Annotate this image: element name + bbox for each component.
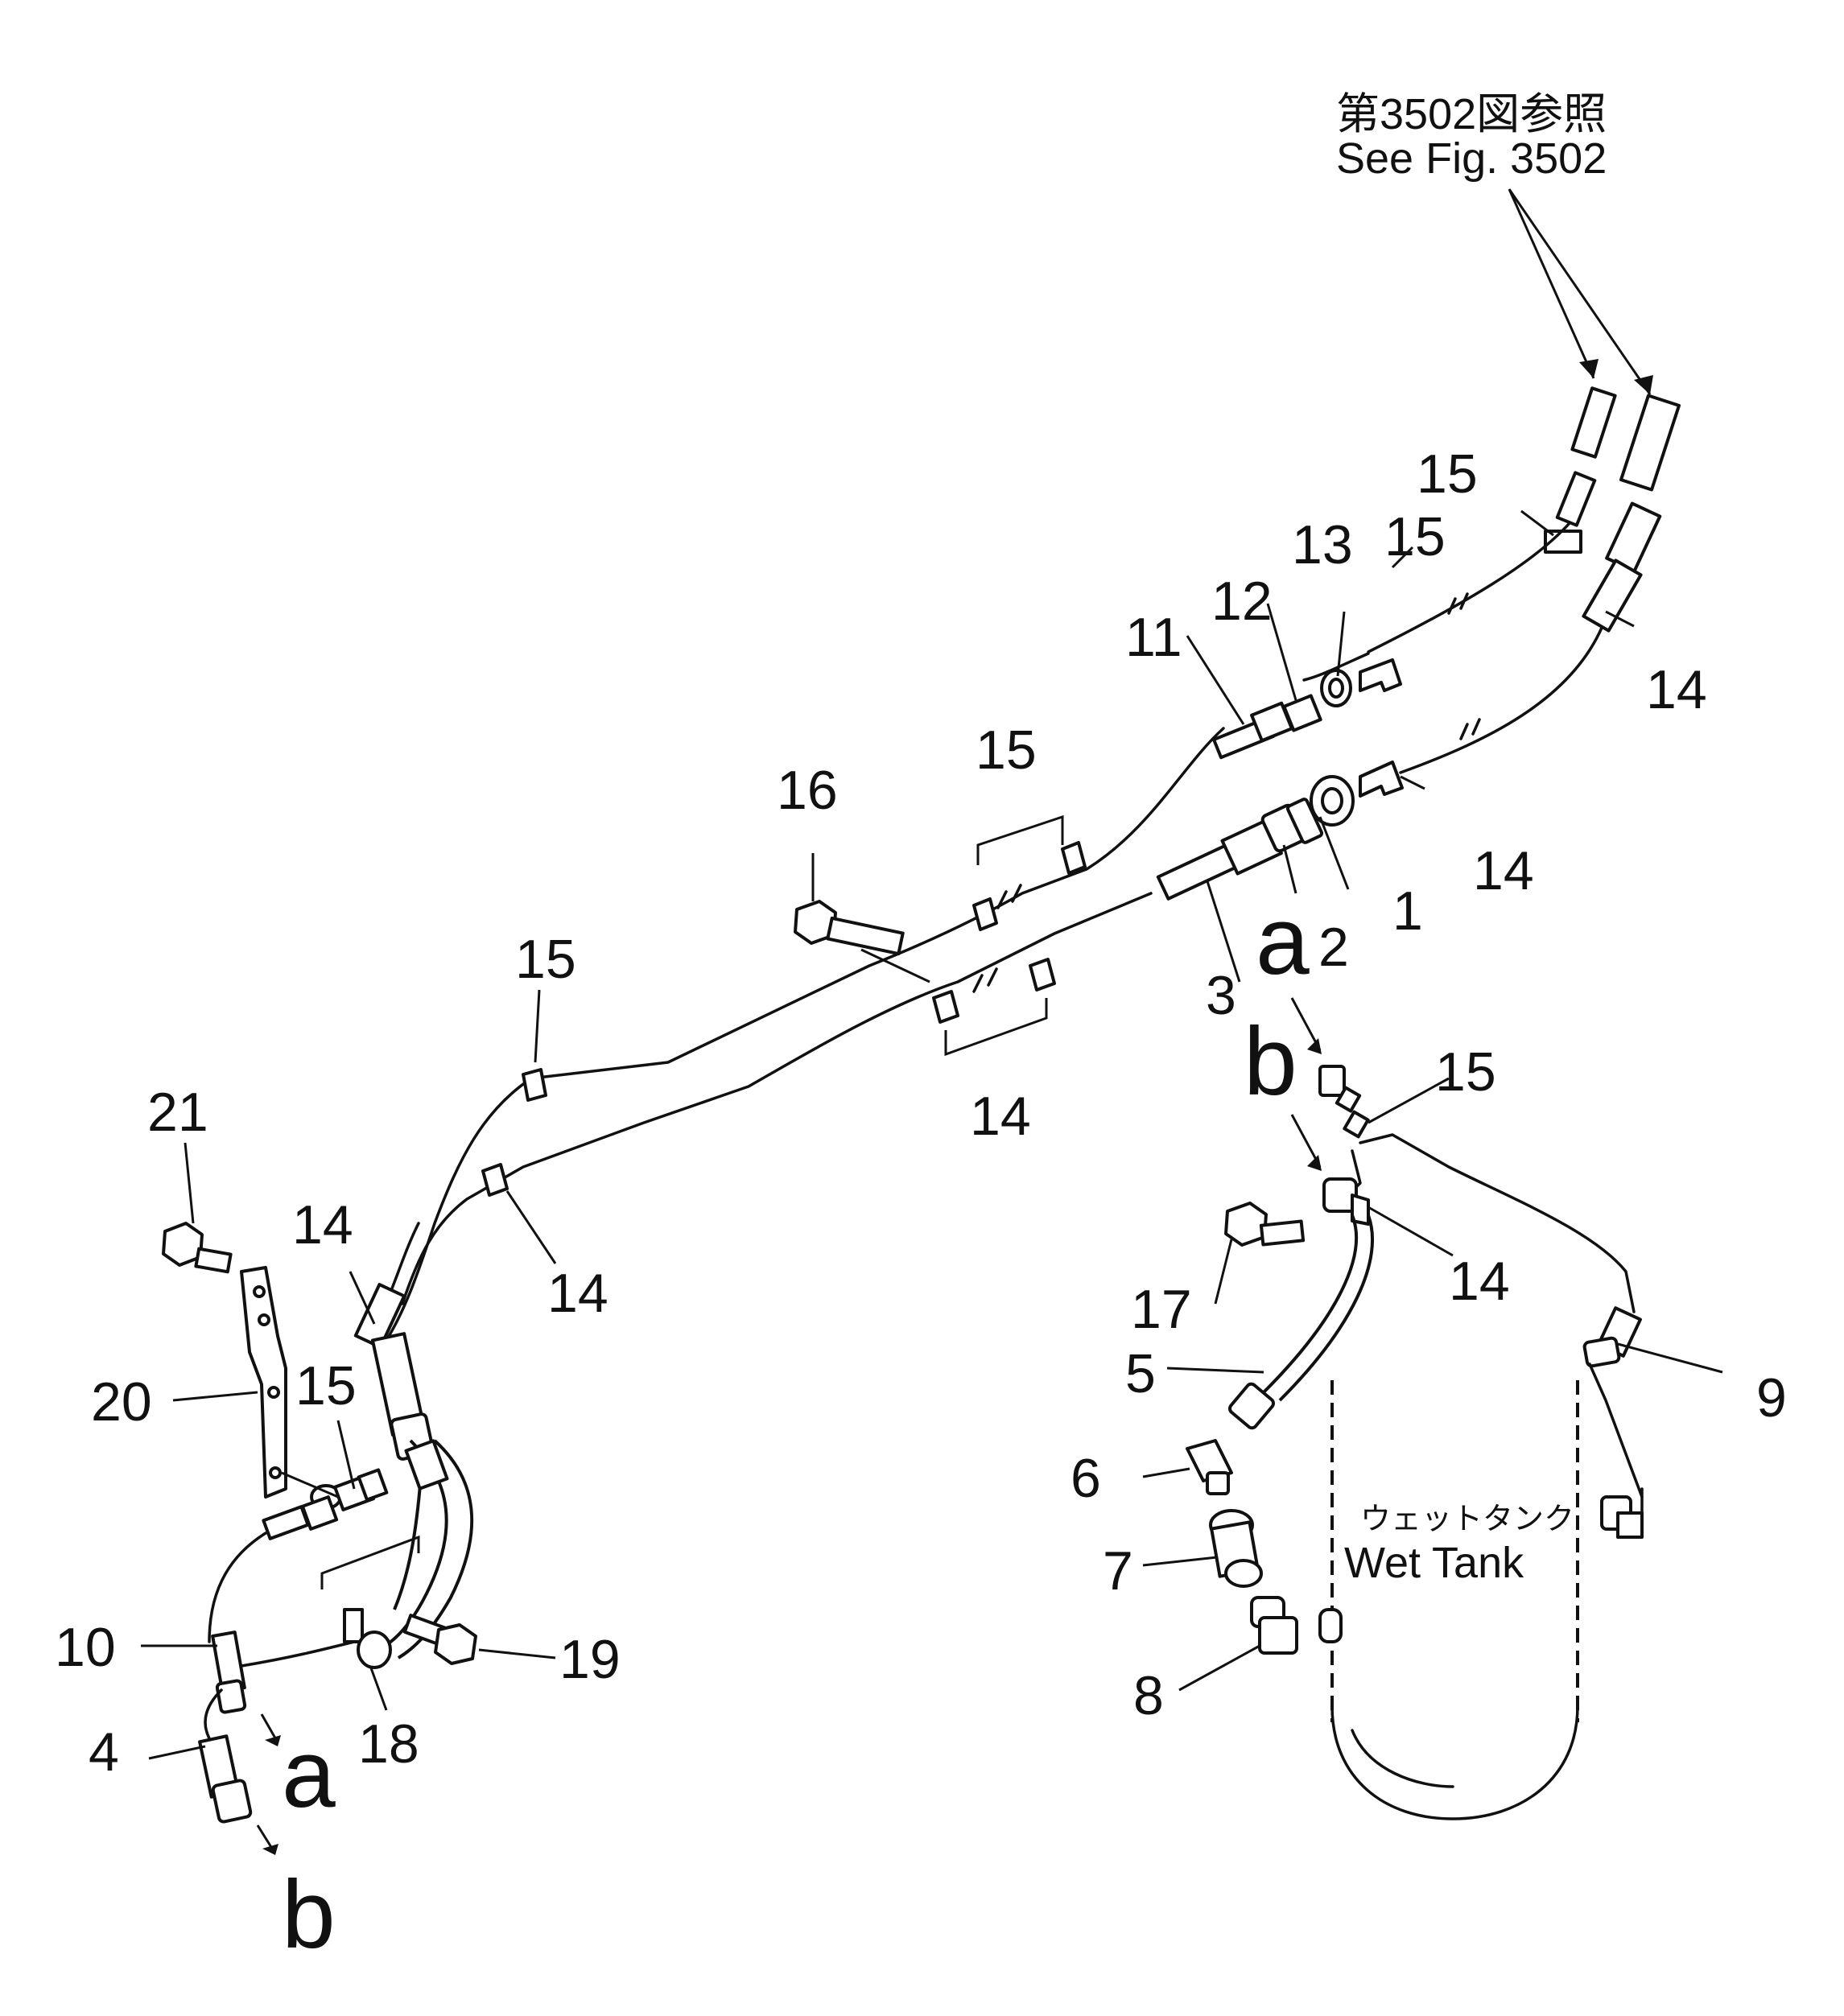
elbow-9 — [1582, 1306, 1642, 1368]
fitting-6 — [1186, 1439, 1233, 1495]
fittings-lower-left — [262, 1468, 389, 1540]
pipe-upper-b — [1399, 626, 1603, 774]
bolt-21 — [162, 1222, 233, 1274]
callout-15: 15 — [515, 929, 576, 990]
tank-label-en: Wet Tank — [1344, 1539, 1524, 1587]
callout-2: 2 — [1318, 917, 1349, 978]
callout-16: 16 — [777, 760, 838, 821]
callout-17: 17 — [1131, 1279, 1192, 1340]
clamp-15-left — [522, 1068, 547, 1102]
callout-14: 14 — [1473, 840, 1534, 901]
letter-b-right: b — [1244, 1008, 1297, 1115]
callout-13: 13 — [1292, 514, 1353, 575]
adapter-2 — [1260, 798, 1324, 853]
tube-5-end — [1227, 1382, 1276, 1430]
callout-18: 18 — [358, 1713, 419, 1775]
callout-14: 14 — [970, 1086, 1031, 1147]
letter-a-right: a — [1256, 887, 1310, 995]
callout-12: 12 — [1211, 571, 1273, 632]
callout-15: 15 — [295, 1355, 357, 1416]
bolt-17 — [1224, 1202, 1306, 1247]
nut-13 — [1320, 669, 1352, 707]
tube-5-a — [1262, 1214, 1359, 1394]
bolt-16 — [794, 900, 905, 956]
pipe-9-down — [1588, 1363, 1644, 1499]
elbow-tank-right — [1600, 1495, 1644, 1539]
clamp-14-mid — [1359, 761, 1404, 798]
callout-8: 8 — [1133, 1665, 1164, 1726]
bolt-19 — [402, 1614, 477, 1665]
hose-end-11 — [1212, 701, 1293, 760]
pipe-10-b — [240, 1640, 356, 1668]
pipe-main-upper — [377, 727, 1225, 1354]
reference-arrowheads — [1579, 359, 1653, 394]
break-marks — [972, 592, 1481, 993]
callout-15: 15 — [1384, 506, 1446, 567]
pipe-4 — [204, 1688, 223, 1740]
callout-11: 11 — [1125, 607, 1182, 668]
callout-5: 5 — [1125, 1343, 1156, 1404]
callout-9: 9 — [1756, 1367, 1787, 1429]
letter-b-left: b — [282, 1861, 336, 1969]
callout-7: 7 — [1103, 1540, 1133, 1602]
adapter-12 — [1282, 694, 1322, 732]
lower-left-arrows — [256, 1713, 279, 1852]
tank-label-jp: ウェットタンク — [1360, 1503, 1574, 1536]
fitting-4 — [198, 1734, 253, 1824]
letter-a-left: a — [282, 1720, 336, 1828]
pipe-upper-a — [1302, 522, 1571, 682]
callout-20: 20 — [91, 1371, 152, 1433]
clamp-15-top — [1359, 658, 1402, 692]
callout-14: 14 — [1646, 659, 1707, 720]
tube-5-b — [1278, 1214, 1375, 1402]
callout-3: 3 — [1206, 965, 1236, 1026]
reference-arrows — [1508, 188, 1652, 395]
reference-jp: 第3502図参照 — [1336, 90, 1607, 138]
pipe-9 — [1359, 1133, 1636, 1313]
fitting-elbow-14-right — [1322, 1177, 1370, 1226]
hose-flex-fitting — [404, 1439, 449, 1490]
pipe-main-lower — [401, 892, 1153, 1305]
callout-15: 15 — [1435, 1041, 1496, 1103]
bolt-16-leader — [860, 948, 930, 983]
callout-14: 14 — [547, 1263, 608, 1324]
callout-1: 1 — [1392, 880, 1423, 942]
callout-14: 14 — [292, 1194, 353, 1255]
callout-10: 10 — [55, 1617, 116, 1678]
hose-3 — [1156, 818, 1283, 901]
callout-15: 15 — [1417, 443, 1478, 505]
callout-14: 14 — [1449, 1251, 1510, 1312]
hose-flex-outer — [397, 1439, 474, 1659]
callout-6: 6 — [1071, 1448, 1101, 1509]
bracket-15-center — [976, 814, 1064, 865]
bracket-14-center — [944, 998, 1048, 1057]
bracket-leader — [281, 1471, 339, 1499]
fitting-10 — [211, 1631, 247, 1714]
right-ab-arrowheads — [1307, 1038, 1322, 1171]
callout-19: 19 — [559, 1629, 621, 1690]
upper-right-fittings — [1544, 386, 1681, 633]
callout-15: 15 — [976, 719, 1037, 781]
fitting-7 — [1209, 1509, 1263, 1588]
fitting-top-right-tank — [1318, 1065, 1370, 1139]
callout-leaders — [141, 509, 1723, 1760]
wet-tank — [1330, 1380, 1579, 1820]
bracket-15-lower — [320, 1535, 420, 1589]
nut-1 — [1310, 775, 1355, 827]
clamp-18 — [343, 1608, 392, 1669]
reference-en: See Fig. 3502 — [1336, 134, 1607, 183]
callout-21: 21 — [147, 1082, 208, 1143]
callout-4: 4 — [89, 1721, 119, 1783]
center-clamps — [932, 841, 1087, 1024]
bracket-20 — [240, 1266, 287, 1499]
clamp-14-left — [481, 1163, 509, 1197]
fitting-8 — [1250, 1596, 1343, 1655]
pipe-10 — [208, 1532, 267, 1643]
